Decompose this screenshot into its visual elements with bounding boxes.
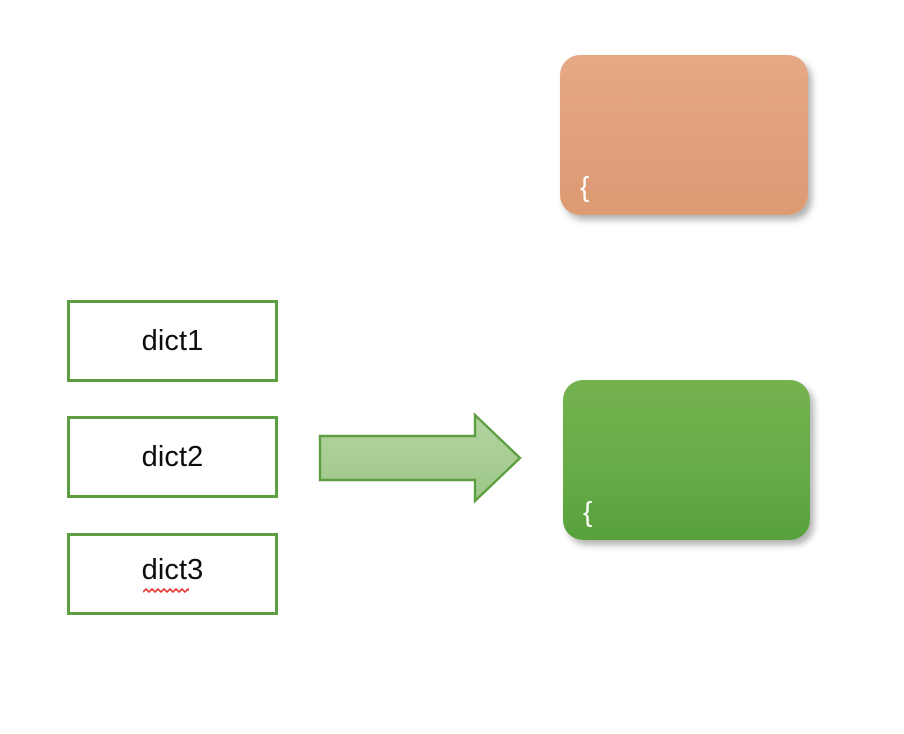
- dict-box-dict3[interactable]: dict3: [67, 533, 278, 615]
- dict-box-label-text: dict3: [141, 553, 204, 586]
- json-entry: ‘value’: 33: [605, 625, 732, 656]
- json-card-green[interactable]: { ‘value’: 33 }: [563, 380, 810, 656]
- dict-box-dict2[interactable]: dict2: [67, 416, 278, 498]
- json-open-brace: {: [580, 171, 590, 202]
- json-entry: ‘value’: 22: [602, 300, 729, 331]
- json-open-brace: {: [583, 496, 593, 527]
- right-block-arrow-icon: [318, 412, 522, 504]
- dict-box-label: dict1: [141, 324, 204, 357]
- dict-box-label: dict3: [141, 553, 204, 593]
- dict-box-dict1[interactable]: dict1: [67, 300, 278, 382]
- dict-box-label: dict2: [141, 440, 204, 473]
- spellcheck-squiggle-icon: [142, 587, 190, 594]
- json-card-orange[interactable]: { ‘value’: 22 }: [560, 55, 808, 460]
